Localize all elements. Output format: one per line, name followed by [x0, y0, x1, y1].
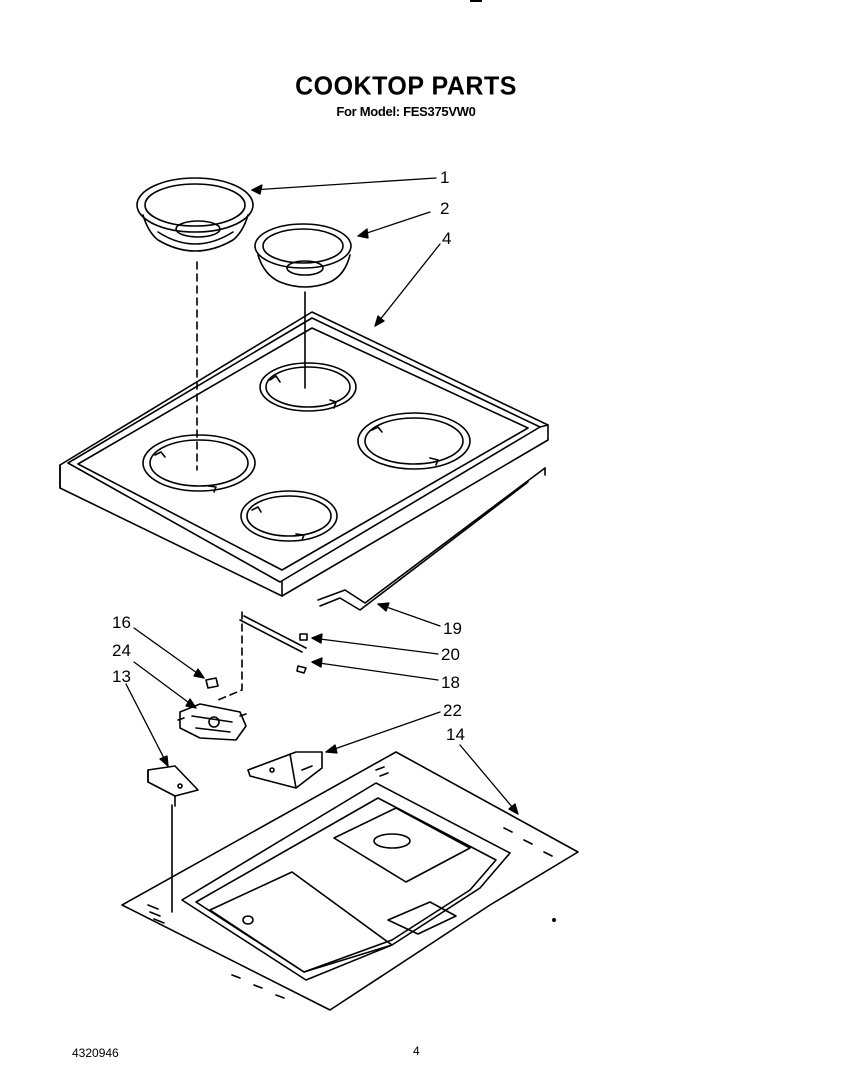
top-registration-mark [470, 0, 482, 2]
callout-24: 24 [112, 641, 131, 660]
document-number: 4320946 [72, 1046, 119, 1060]
callout-4: 4 [442, 229, 451, 248]
callout-20: 20 [441, 645, 460, 664]
callout-13: 13 [112, 667, 131, 686]
callout-1: 1 [440, 168, 449, 187]
wire-harness-parts-20-18 [239, 615, 308, 674]
callout-2: 2 [440, 199, 449, 218]
infinite-switch-parts-16-24 [177, 677, 247, 741]
trim-strip-part-19 [317, 467, 546, 611]
model-number: FES375VW0 [403, 104, 476, 119]
alignment-lines [196, 261, 243, 701]
large-drip-bowl-part-1 [136, 177, 254, 252]
callout-leader-lines [125, 177, 519, 815]
bracket-part-13 [147, 765, 199, 807]
model-subtitle: For Model: FES375VW0 [0, 104, 812, 119]
burner-box-part-14 [121, 751, 579, 1011]
small-drip-bowl-part-2 [254, 223, 352, 288]
callout-16: 16 [112, 613, 131, 632]
callout-14: 14 [446, 725, 465, 744]
reference-dot [551, 917, 556, 922]
callout-22: 22 [443, 701, 462, 720]
page-title: COOKTOP PARTS [295, 71, 517, 101]
callout-19: 19 [443, 619, 462, 638]
mounting-bracket-part-22 [247, 751, 323, 789]
callout-18: 18 [441, 673, 460, 692]
cooktop-part-4 [59, 311, 549, 597]
model-prefix: For Model: [336, 104, 400, 119]
page-number: 4 [413, 1044, 420, 1058]
